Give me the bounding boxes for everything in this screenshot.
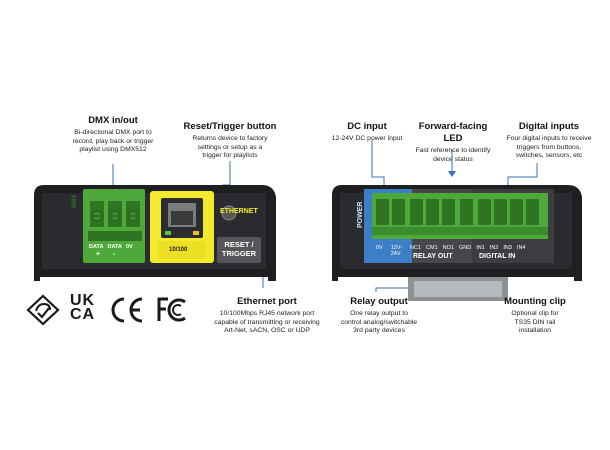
digital-callout-line [507, 163, 538, 189]
desc-line: record, play back or trigger [72, 137, 154, 145]
digital-pin-label: IN1 [476, 245, 485, 251]
left-device [34, 185, 276, 281]
dmx-annotation: DMX in/out Bi-directional DMX port to re… [63, 115, 163, 155]
reset-annotation: Reset/Trigger button Returns device to f… [178, 121, 282, 161]
dmx-polarity: + - [96, 251, 136, 258]
digital-in-label: DIGITAL IN [479, 253, 516, 260]
dmx-title: DMX in/out [88, 115, 138, 126]
reset-label-line: TRIGGER [221, 249, 257, 258]
relay-annotation: Relay output One relay output to control… [334, 296, 424, 336]
desc-line: settings or setup as a [197, 143, 263, 151]
reset-button-circle [221, 205, 237, 221]
right-device [332, 185, 582, 301]
dmx-desc: Bi-directional DMX port to record, play … [63, 129, 163, 155]
desc-line: Art-Net, sACN, OSC or UDP [224, 327, 310, 335]
digital-desc: Four digital inputs to receive triggers … [497, 135, 601, 161]
fcc-mark [157, 297, 186, 322]
digital-pin-label: IN2 [489, 245, 499, 251]
desc-line: Four digital inputs to receive [506, 135, 592, 142]
ethernet-speed-label: 10/100 [169, 247, 188, 253]
dmx-pin-label: 0V [125, 244, 133, 250]
digital-annotation: Digital inputs Four digital inputs to re… [497, 121, 601, 161]
desc-line: TS35 DIN rail [514, 318, 556, 326]
desc-line: installation [518, 327, 552, 335]
digital-pin-labels: GND IN1 IN2 IN3 IN4 [459, 245, 549, 251]
relay-pin-label: NC1 [410, 245, 422, 251]
desc-line: triggers from buttons, [516, 143, 582, 151]
desc-line: Fast reference to identify [415, 147, 491, 154]
ce-mark [111, 297, 143, 323]
dmx-minus-sign: - [113, 251, 116, 258]
clip-title: Mounting clip [504, 296, 566, 307]
dmx-vertical-label: DMX [72, 194, 78, 208]
relay-title: Relay output [350, 296, 408, 307]
dc-title: DC input [347, 121, 387, 132]
ethernet-desc: 10/100Mbps RJ45 network port capable of … [208, 310, 326, 336]
desc-line: device status [433, 155, 473, 163]
desc-line: 10/100Mbps RJ45 network port [219, 310, 315, 317]
desc-line: 3rd party devices [353, 327, 405, 335]
dmx-pin-label: DATA [107, 244, 122, 250]
desc-line: switches, sensors, etc [515, 152, 583, 160]
rcm-icon [26, 294, 60, 326]
dc-desc: 12-24V DC power input [326, 135, 408, 144]
clip-desc: Optional clip for TS35 DIN rail installa… [496, 310, 574, 336]
led-annotation: Forward-facing LED Fast reference to ide… [408, 121, 498, 164]
relay-out-label: RELAY OUT [413, 253, 453, 260]
ethernet-title: Ethernet port [237, 296, 297, 307]
reset-title: Reset/Trigger button [183, 121, 277, 132]
desc-line: Optional clip for [511, 310, 559, 317]
dc-annotation: DC input 12-24V DC power input [326, 121, 408, 144]
relay-pin-label: CM1 [426, 245, 438, 251]
desc-line: control analog/switchable [340, 318, 418, 326]
dmx-pin-label: DATA [89, 244, 104, 250]
digital-title: Digital inputs [518, 121, 580, 132]
power-pin-label: 12V- 24V [390, 245, 403, 257]
desc-line: Bi-directional DMX port to [74, 129, 152, 136]
led-title: Forward-facing LED [418, 121, 488, 144]
relay-pin-label: NO1 [442, 245, 454, 251]
led-desc: Fast reference to identify device status [408, 147, 498, 164]
power-pin-labels: 0V 12V- 24V [376, 245, 422, 257]
reset-desc: Returns device to factory settings or se… [178, 135, 282, 161]
digital-pin-label: IN3 [503, 245, 512, 251]
digital-pin-label: IN4 [516, 245, 526, 251]
desc-line: trigger for playlists [202, 152, 258, 160]
digital-pin-label: GND [459, 245, 472, 251]
desc-line: 12-24V DC power input [331, 135, 403, 142]
ethernet-annotation: Ethernet port 10/100Mbps RJ45 network po… [208, 296, 326, 336]
desc-line: playlist using DMX512 [79, 146, 147, 154]
dmx-plus-sign: + [96, 251, 101, 258]
power-pin-label: 0V [376, 245, 383, 251]
clip-annotation: Mounting clip Optional clip for TS35 DIN… [496, 296, 574, 336]
reset-trigger-label: RESET / TRIGGER [217, 240, 261, 258]
desc-line: capable of transmitting or receiving [214, 318, 320, 326]
ethernet-label: ETHERNET [220, 208, 258, 215]
dmx-pin-labels: DATA DATA 0V [89, 244, 149, 250]
reset-label-line: RESET / [224, 240, 254, 249]
dc-callout-line [371, 140, 385, 190]
relay-pin-labels: NC1 CM1 NO1 [410, 245, 468, 251]
desc-line: Returns device to factory [192, 135, 268, 142]
relay-desc: One relay output to control analog/switc… [334, 310, 424, 336]
desc-line: One relay output to [350, 310, 408, 317]
power-vertical-label: POWER [357, 201, 364, 228]
